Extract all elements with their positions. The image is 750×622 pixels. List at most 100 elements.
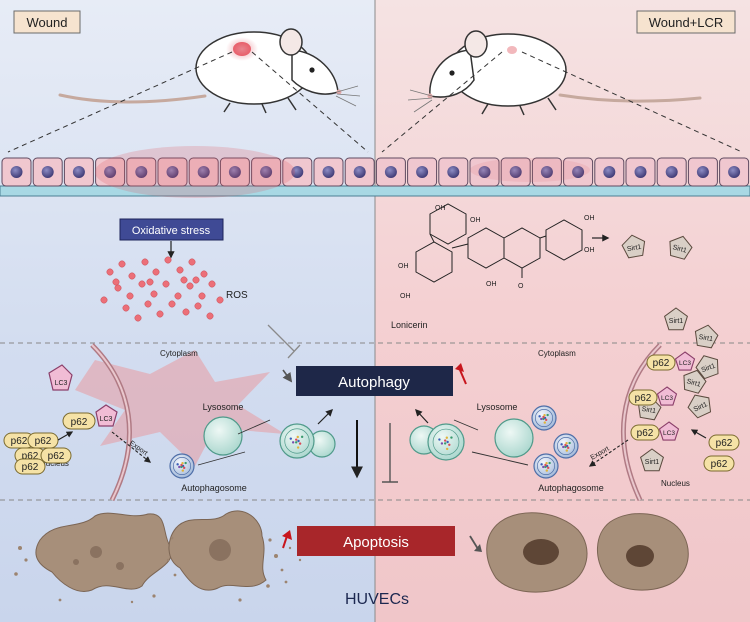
left-fusion-lines — [197, 419, 271, 466]
endothelial-cell — [531, 157, 562, 187]
debris-particle — [284, 580, 288, 584]
sirt1-protein: Sirt1 — [621, 234, 646, 259]
ros-dot — [200, 270, 208, 278]
left-complex-p62-text: p62 — [71, 417, 88, 428]
endothelial-cell — [32, 157, 63, 187]
ros-dot — [152, 268, 160, 276]
ros-dot — [194, 302, 202, 310]
endothelial-cell — [469, 157, 500, 187]
svg-text:LC3: LC3 — [663, 430, 675, 437]
left-autolysosome-arrow — [317, 408, 334, 425]
left-lysosome-label: Lysosome — [203, 402, 244, 412]
left-p62-arrow — [57, 431, 74, 441]
autophagy-box: Autophagy — [296, 366, 453, 396]
lonicerin-label: Lonicerin — [391, 320, 428, 330]
ros-dot — [134, 314, 142, 322]
ros-dot — [168, 300, 176, 308]
ros-dot — [122, 304, 130, 312]
p62-protein: p62 — [14, 458, 46, 475]
oh-label-1: OH — [435, 205, 446, 212]
endothelial-cell — [375, 157, 406, 187]
endothelial-cell — [188, 157, 219, 187]
svg-text:p62: p62 — [653, 358, 670, 369]
p62-protein: p62 — [703, 455, 735, 472]
lcr-inhibition-line — [382, 423, 398, 483]
sirt1-protein: Sirt1 — [664, 307, 688, 331]
endothelial-cell — [126, 157, 157, 187]
left-p62-lc3-complex: p62 LC3 — [62, 404, 118, 430]
apoptosis-up-arrow — [282, 535, 288, 549]
left-lysosome — [203, 416, 243, 456]
p62-protein: p62 — [27, 432, 59, 449]
ros-dot — [150, 290, 158, 298]
ros-dot — [216, 296, 224, 304]
svg-text:Sirt1: Sirt1 — [645, 459, 660, 466]
endothelial-cell — [438, 157, 469, 187]
left-free-lc3: LC3 — [48, 364, 73, 391]
ros-dot — [162, 280, 170, 288]
svg-text:Sirt1: Sirt1 — [669, 318, 684, 325]
debris-particle — [170, 536, 174, 540]
right-panel-tag-text: Wound+LCR — [649, 15, 724, 30]
ros-dot — [186, 282, 194, 290]
svg-text:p62: p62 — [22, 462, 39, 473]
oxidative-stress-box: Oxidative stress — [119, 218, 224, 241]
left-export-arrow — [111, 431, 152, 463]
debris-particle — [238, 598, 242, 602]
endothelial-cell — [219, 157, 250, 187]
endothelial-cell — [157, 157, 188, 187]
svg-text:p62: p62 — [11, 436, 28, 447]
healthy-cell-1 — [486, 512, 588, 593]
svg-text:Sirt1: Sirt1 — [672, 244, 688, 255]
o-label-1: O — [518, 283, 524, 290]
ros-dot — [146, 278, 154, 286]
debris-particle — [274, 554, 278, 558]
left-panel-tag-text: Wound — [27, 15, 68, 30]
right-autolysosome-arrow — [415, 408, 429, 424]
endothelial-cell — [313, 157, 344, 187]
cell-debris — [14, 536, 302, 604]
right-panel-tag: Wound+LCR — [636, 10, 736, 34]
svg-text:p62: p62 — [48, 451, 65, 462]
ros-dot — [198, 292, 206, 300]
sirt1-protein: Sirt1 — [687, 394, 712, 419]
endothelial-cell — [344, 157, 375, 187]
svg-text:LC3: LC3 — [661, 395, 673, 402]
endothelial-cell — [500, 157, 531, 187]
right-cytoplasm-label: Cytoplasm — [538, 349, 576, 358]
autophagy-up-arrow — [459, 369, 467, 385]
right-rat-illustration — [407, 30, 702, 116]
ros-dot — [192, 276, 200, 284]
autophagosome — [533, 453, 559, 479]
ros-dot — [182, 308, 190, 316]
debris-particle — [173, 573, 177, 577]
oh-label-4: OH — [400, 293, 411, 300]
svg-text:p62: p62 — [711, 459, 728, 470]
right-autophagosome-label: Autophagosome — [538, 483, 604, 493]
endothelial-cell — [563, 157, 594, 187]
sirt1-protein: Sirt1 — [683, 369, 707, 394]
autophagosome — [553, 433, 579, 459]
apoptosis-down-arrow — [469, 535, 479, 550]
sirt1-protein: Sirt1 — [669, 235, 693, 260]
endothelial-cell — [1, 157, 32, 187]
ros-dot — [138, 280, 146, 288]
left-autolysosome — [279, 423, 336, 459]
debris-particle — [280, 568, 284, 572]
left-cytoplasm-label: Cytoplasm — [160, 349, 198, 358]
apoptosis-box: Apoptosis — [297, 526, 455, 556]
autophagosome — [531, 405, 557, 431]
left-rat-illustration — [58, 28, 361, 114]
debris-particle — [288, 546, 292, 550]
endothelial-cell — [95, 157, 126, 187]
ros-dot — [208, 280, 216, 288]
debris-particle — [18, 546, 22, 550]
right-nucleus-label: Nucleus — [661, 479, 690, 488]
apoptotic-cell-1 — [35, 512, 172, 592]
